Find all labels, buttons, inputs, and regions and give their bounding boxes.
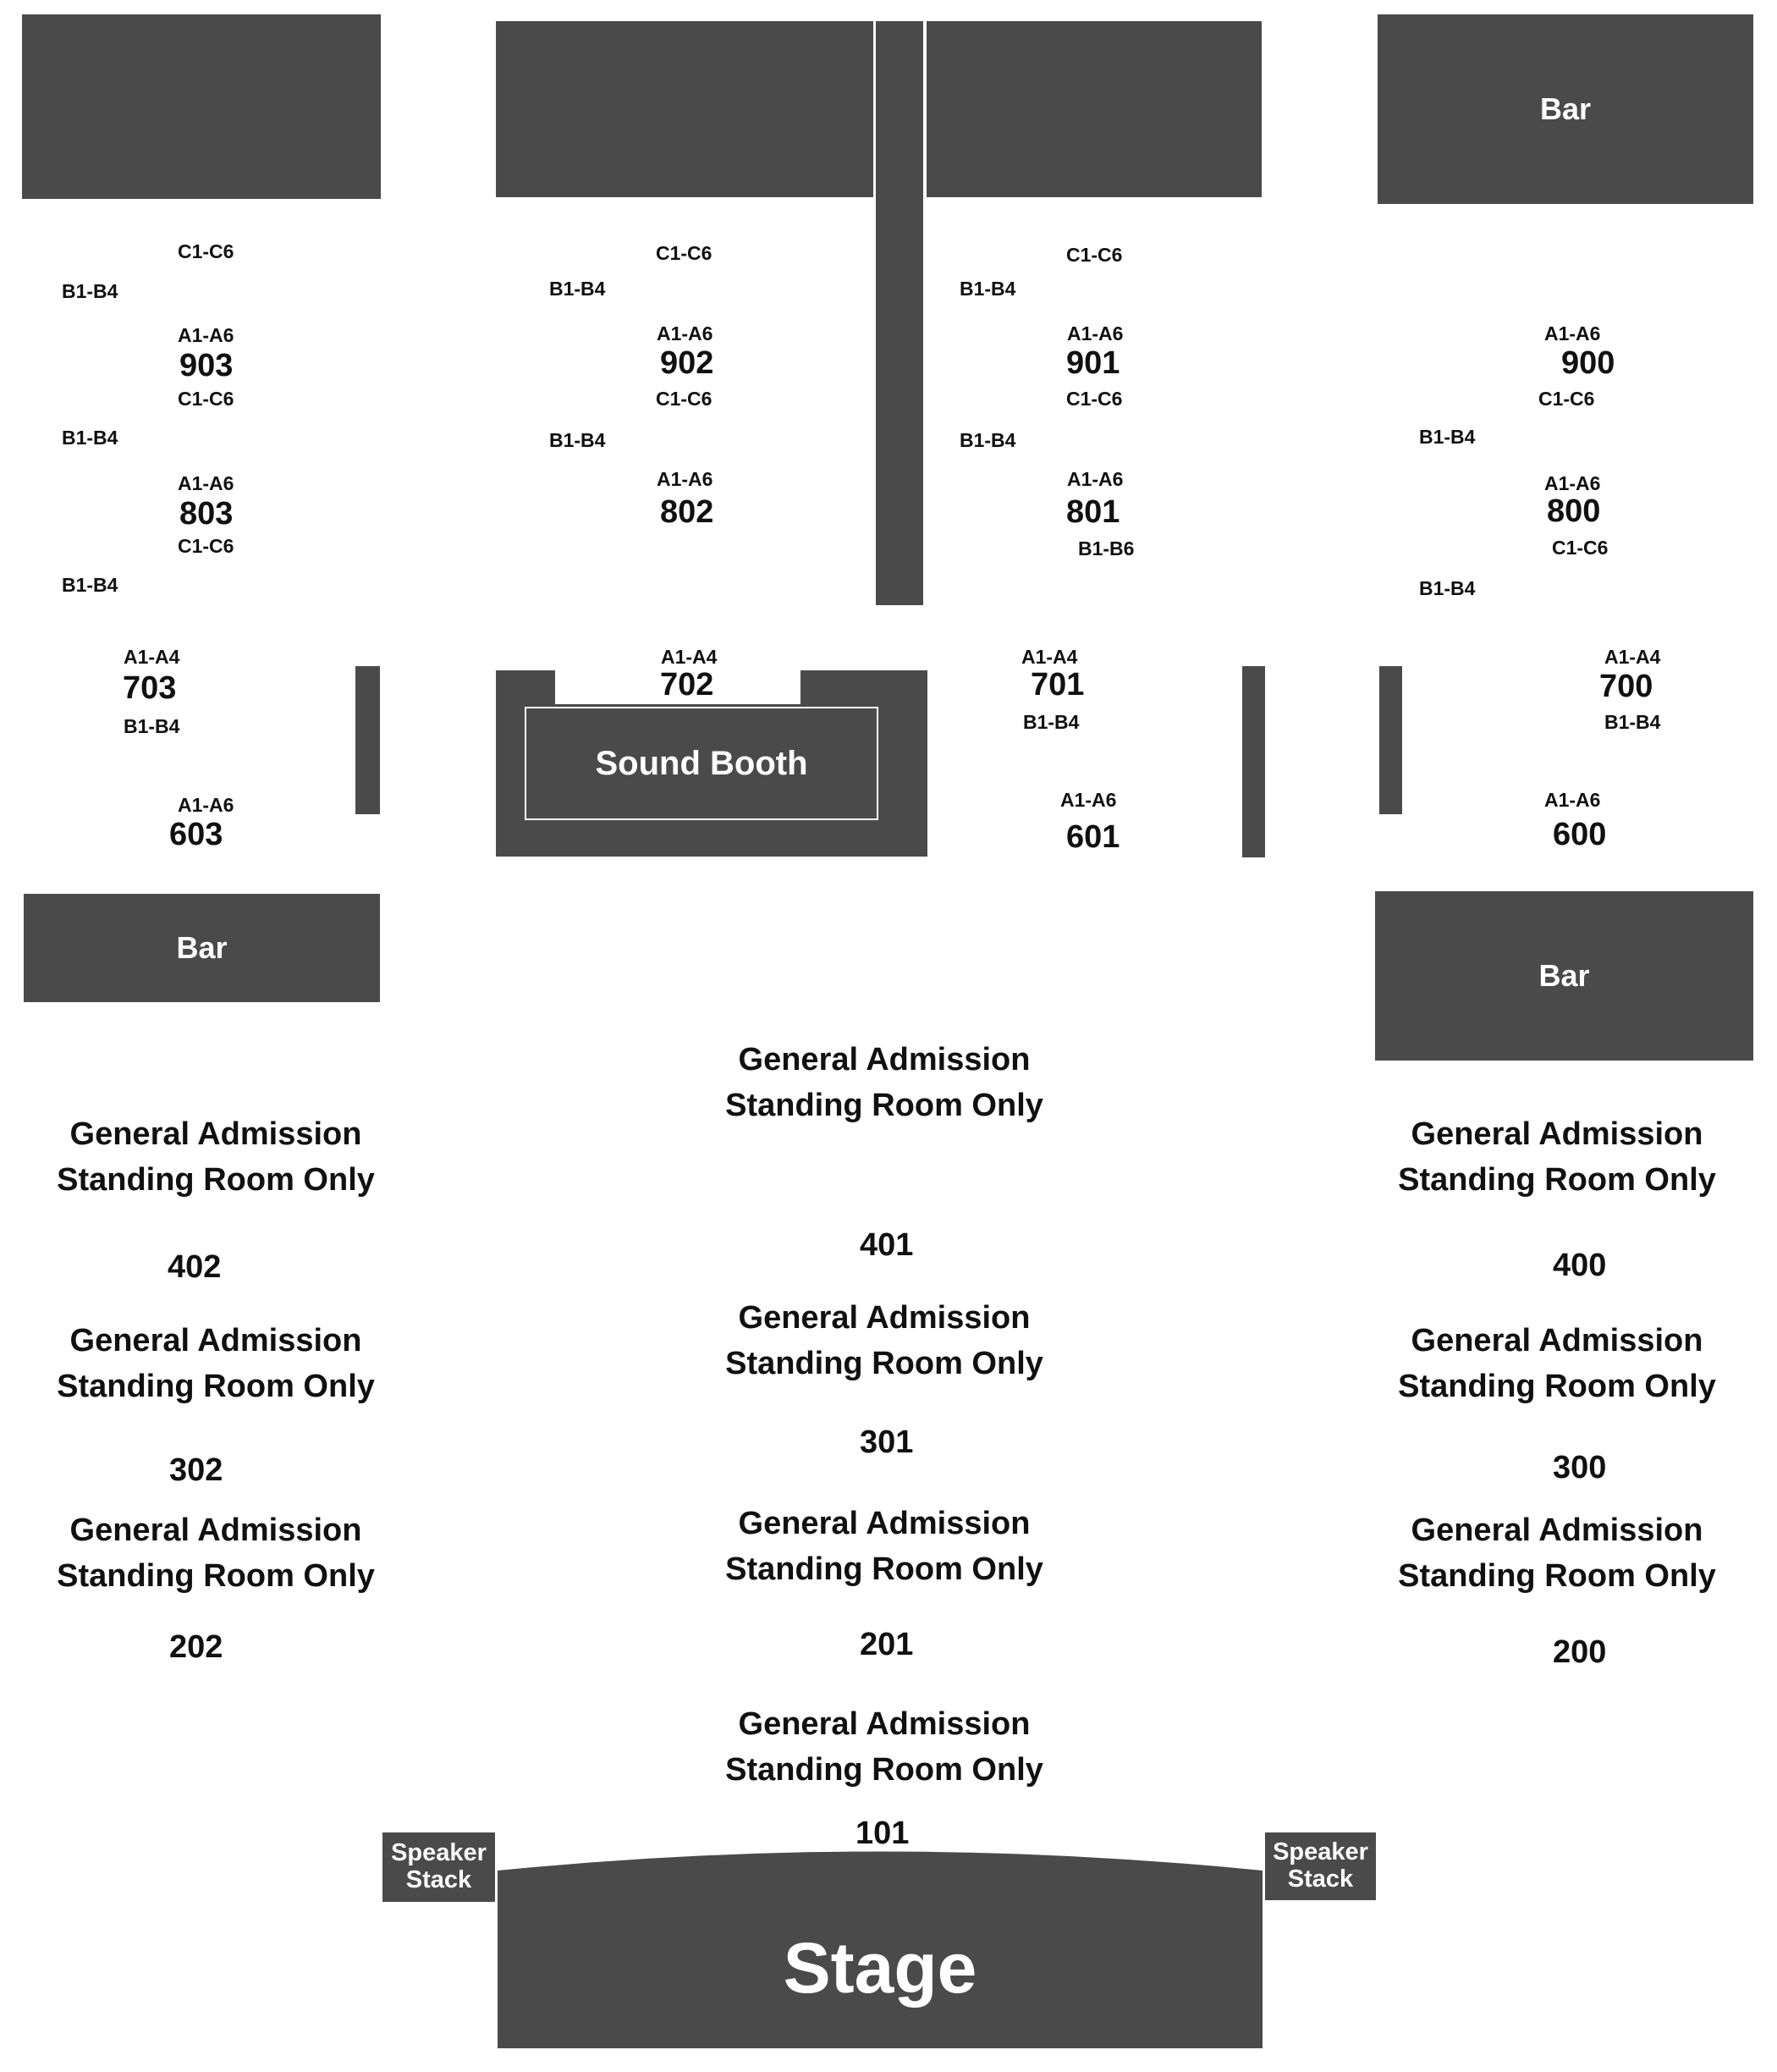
speaker-stack-label: Speaker bbox=[1273, 1838, 1368, 1866]
row-label: C1-C6 bbox=[656, 388, 712, 410]
row-label: C1-C6 bbox=[656, 242, 712, 264]
row-label: B1-B4 bbox=[1604, 711, 1661, 733]
row-label: B1-B4 bbox=[124, 715, 180, 737]
sound-booth-label: Sound Booth bbox=[595, 744, 808, 782]
section-number[interactable]: 703 bbox=[123, 670, 177, 706]
row-label: A1-A6 bbox=[178, 324, 234, 346]
section-number[interactable]: 902 bbox=[660, 345, 714, 381]
row-label: B1-B4 bbox=[62, 574, 118, 596]
row-label: B1-B4 bbox=[62, 280, 118, 302]
bar-label: Bar bbox=[1539, 91, 1592, 127]
row-label: B1-B4 bbox=[549, 278, 606, 300]
speaker-stack-right: Speaker Stack bbox=[1265, 1832, 1376, 1900]
bar-label: Bar bbox=[176, 930, 228, 966]
row-label: A1-A6 bbox=[1544, 472, 1601, 494]
row-label: A1-A6 bbox=[1544, 322, 1601, 344]
row-label: C1-C6 bbox=[178, 535, 234, 557]
row-label: C1-C6 bbox=[1538, 388, 1595, 410]
section-number[interactable]: 301 bbox=[860, 1424, 914, 1460]
speaker-stack-label: Stack bbox=[1287, 1865, 1354, 1893]
speaker-stack-label: Speaker bbox=[391, 1839, 487, 1867]
bar-right[interactable]: Bar bbox=[1375, 891, 1753, 1061]
section-number[interactable]: 801 bbox=[1066, 494, 1120, 530]
row-label: A1-A6 bbox=[1067, 468, 1124, 490]
section-number[interactable]: 702 bbox=[660, 667, 714, 703]
section-number[interactable]: 903 bbox=[179, 348, 234, 383]
bar-label: Bar bbox=[1538, 958, 1590, 994]
top-left-block bbox=[22, 14, 381, 199]
section-number[interactable]: 300 bbox=[1553, 1450, 1607, 1485]
section-number[interactable]: 800 bbox=[1547, 493, 1601, 529]
section-number[interactable]: 202 bbox=[169, 1629, 223, 1665]
row-label: A1-A6 bbox=[178, 472, 234, 494]
section-number[interactable]: 401 bbox=[860, 1227, 914, 1263]
row-label: C1-C6 bbox=[178, 240, 234, 262]
section-number[interactable]: 603 bbox=[169, 817, 223, 852]
bar-left[interactable]: Bar bbox=[24, 894, 380, 1002]
row-label: A1-A6 bbox=[1067, 322, 1124, 344]
section-number[interactable]: 601 bbox=[1066, 819, 1120, 855]
row-label: C1-C6 bbox=[1066, 244, 1123, 266]
top-center-right-block bbox=[927, 21, 1262, 197]
stage-outline bbox=[498, 1851, 1263, 2048]
row-label: B1-B4 bbox=[62, 427, 118, 449]
row-label: C1-C6 bbox=[178, 388, 234, 410]
row-label: A1-A4 bbox=[661, 646, 718, 668]
section-number[interactable]: 302 bbox=[169, 1452, 223, 1488]
row-label: A1-A4 bbox=[1604, 646, 1661, 668]
row-label: B1-B6 bbox=[1078, 537, 1135, 559]
section-number[interactable]: 802 bbox=[660, 494, 714, 530]
bar-top-right[interactable]: Bar bbox=[1378, 14, 1753, 204]
row-label: B1-B4 bbox=[549, 429, 606, 451]
section-number[interactable]: 700 bbox=[1599, 669, 1653, 704]
row-label: C1-C6 bbox=[1552, 537, 1609, 559]
section-number[interactable]: 803 bbox=[179, 496, 234, 532]
sound-booth-wall-left bbox=[496, 670, 555, 708]
rail-center-right bbox=[1242, 666, 1265, 857]
row-label: B1-B4 bbox=[1023, 711, 1080, 733]
row-label: A1-A6 bbox=[657, 322, 713, 344]
sound-booth-wall-right bbox=[800, 670, 927, 708]
row-label: B1-B4 bbox=[1419, 577, 1476, 599]
row-label: B1-B4 bbox=[1419, 426, 1476, 448]
stage-label[interactable]: Stage bbox=[783, 1927, 977, 2008]
speaker-stack-left: Speaker Stack bbox=[382, 1832, 495, 1902]
row-label: A1-A4 bbox=[1021, 646, 1078, 668]
speaker-stack-label: Stack bbox=[405, 1866, 472, 1893]
row-label: B1-B4 bbox=[960, 429, 1016, 451]
rail-left bbox=[355, 666, 380, 814]
top-center-left-block bbox=[496, 21, 873, 197]
section-number[interactable]: 201 bbox=[860, 1627, 914, 1662]
rail-right bbox=[1379, 666, 1402, 814]
row-label: B1-B4 bbox=[960, 278, 1016, 300]
section-number[interactable]: 900 bbox=[1561, 345, 1615, 381]
center-aisle-column bbox=[876, 21, 923, 605]
section-number[interactable]: 901 bbox=[1066, 345, 1120, 381]
row-label: C1-C6 bbox=[1066, 388, 1123, 410]
section-number[interactable]: 400 bbox=[1553, 1248, 1607, 1283]
sound-booth[interactable]: Sound Booth bbox=[525, 707, 878, 820]
row-label: A1-A6 bbox=[178, 794, 234, 816]
section-number[interactable]: 701 bbox=[1031, 667, 1085, 703]
row-label: A1-A6 bbox=[1060, 789, 1117, 811]
section-number[interactable]: 101 bbox=[855, 1816, 910, 1851]
section-number[interactable]: 600 bbox=[1553, 817, 1607, 852]
section-number[interactable]: 402 bbox=[168, 1249, 222, 1285]
row-label: A1-A6 bbox=[657, 468, 713, 490]
section-number[interactable]: 200 bbox=[1553, 1634, 1607, 1670]
row-label: A1-A4 bbox=[124, 646, 180, 668]
row-label: A1-A6 bbox=[1544, 789, 1601, 811]
